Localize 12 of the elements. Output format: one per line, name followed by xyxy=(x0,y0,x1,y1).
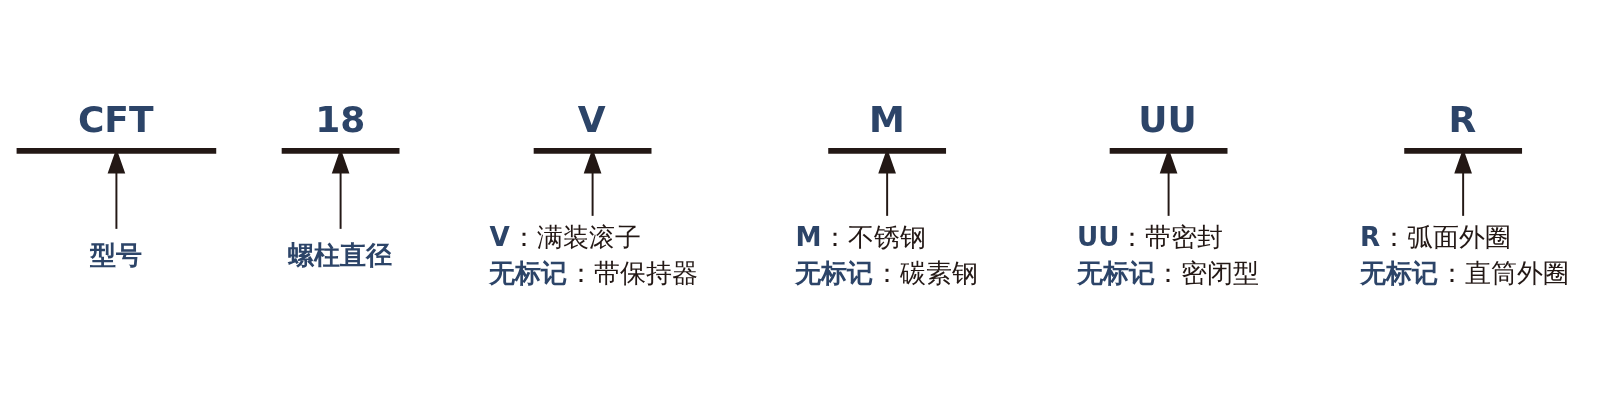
node-text: R xyxy=(1448,99,1477,141)
node-text: R：弧面外圈 无标记：直筒外圈 xyxy=(1360,221,1569,288)
node-text: 型号 xyxy=(90,239,143,270)
node-text: V xyxy=(577,99,606,141)
node-text: UU：带密封 无标记：密闭型 xyxy=(1076,221,1260,288)
node-text: 螺柱直径 xyxy=(288,239,393,270)
node-text: M xyxy=(869,99,905,141)
node-text: V：满装滚子 无标记：带保持器 xyxy=(489,221,699,288)
node-text: CFT xyxy=(77,99,154,141)
node-text: UU xyxy=(1138,99,1197,141)
node-text: M：不锈钢 无标记：碳素钢 xyxy=(795,221,979,288)
node-text: 18 xyxy=(315,99,366,141)
